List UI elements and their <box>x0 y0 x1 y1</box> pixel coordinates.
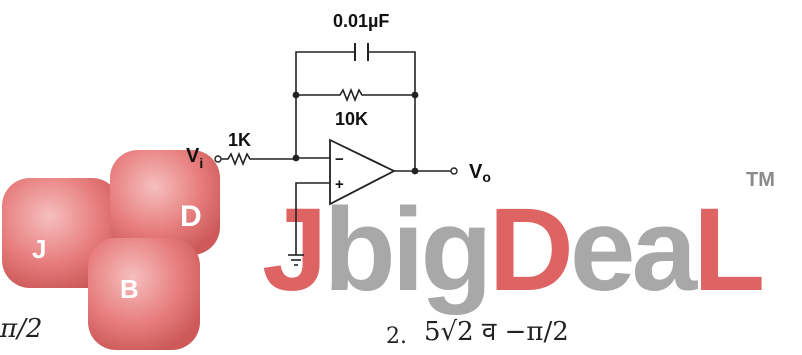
input-voltage-label: Vi <box>186 145 203 171</box>
input-resistor-wire <box>221 151 296 167</box>
option-left-partial: π/2 <box>0 314 42 344</box>
die-b <box>88 238 200 350</box>
watermark-dice: J D B <box>2 150 220 350</box>
op-amp-triangle <box>329 138 397 206</box>
watermark-brand-l: L <box>693 184 762 316</box>
die-letter-b: B <box>120 274 139 304</box>
junction-dot-top-right <box>411 91 419 99</box>
watermark-brand-j: J <box>262 184 324 316</box>
watermark-trademark: TM <box>746 169 775 191</box>
capacitor-top-wire <box>295 51 416 95</box>
die-letter-j: J <box>32 234 46 264</box>
feedback-resistor-wire <box>296 87 415 103</box>
output-voltage-v: V <box>469 161 483 183</box>
junction-dot-top-left <box>292 91 300 99</box>
noninverting-ground-wire <box>295 182 330 255</box>
circuit: − + 0.01µF 10K 1K Vi Vo <box>186 11 491 266</box>
input-voltage-subscript: i <box>199 155 203 171</box>
capacitor-label: 0.01µF <box>333 11 389 31</box>
input-voltage-v: V <box>186 145 200 167</box>
output-voltage-label: Vo <box>469 161 491 185</box>
die-d <box>110 150 220 255</box>
watermark-brand: JbigDeaL <box>262 184 762 316</box>
feedback-resistor-label: 10K <box>335 109 368 129</box>
input-resistor-label: 1K <box>228 130 251 150</box>
output-voltage-subscript: o <box>482 169 491 185</box>
op-amp-noninverting-sign: + <box>335 176 344 193</box>
watermark-brand-ea: ea <box>570 184 699 316</box>
input-terminal <box>214 155 222 163</box>
output-terminal <box>450 167 458 175</box>
option-2-expression: 5√2 व −π/2 <box>424 317 569 347</box>
die-letter-d: D <box>180 200 202 233</box>
op-amp-inverting-sign: − <box>335 151 344 168</box>
option-2-number: 2. <box>386 324 407 349</box>
watermark-brand-big: big <box>324 184 489 316</box>
watermark-brand-d: D <box>489 184 570 316</box>
